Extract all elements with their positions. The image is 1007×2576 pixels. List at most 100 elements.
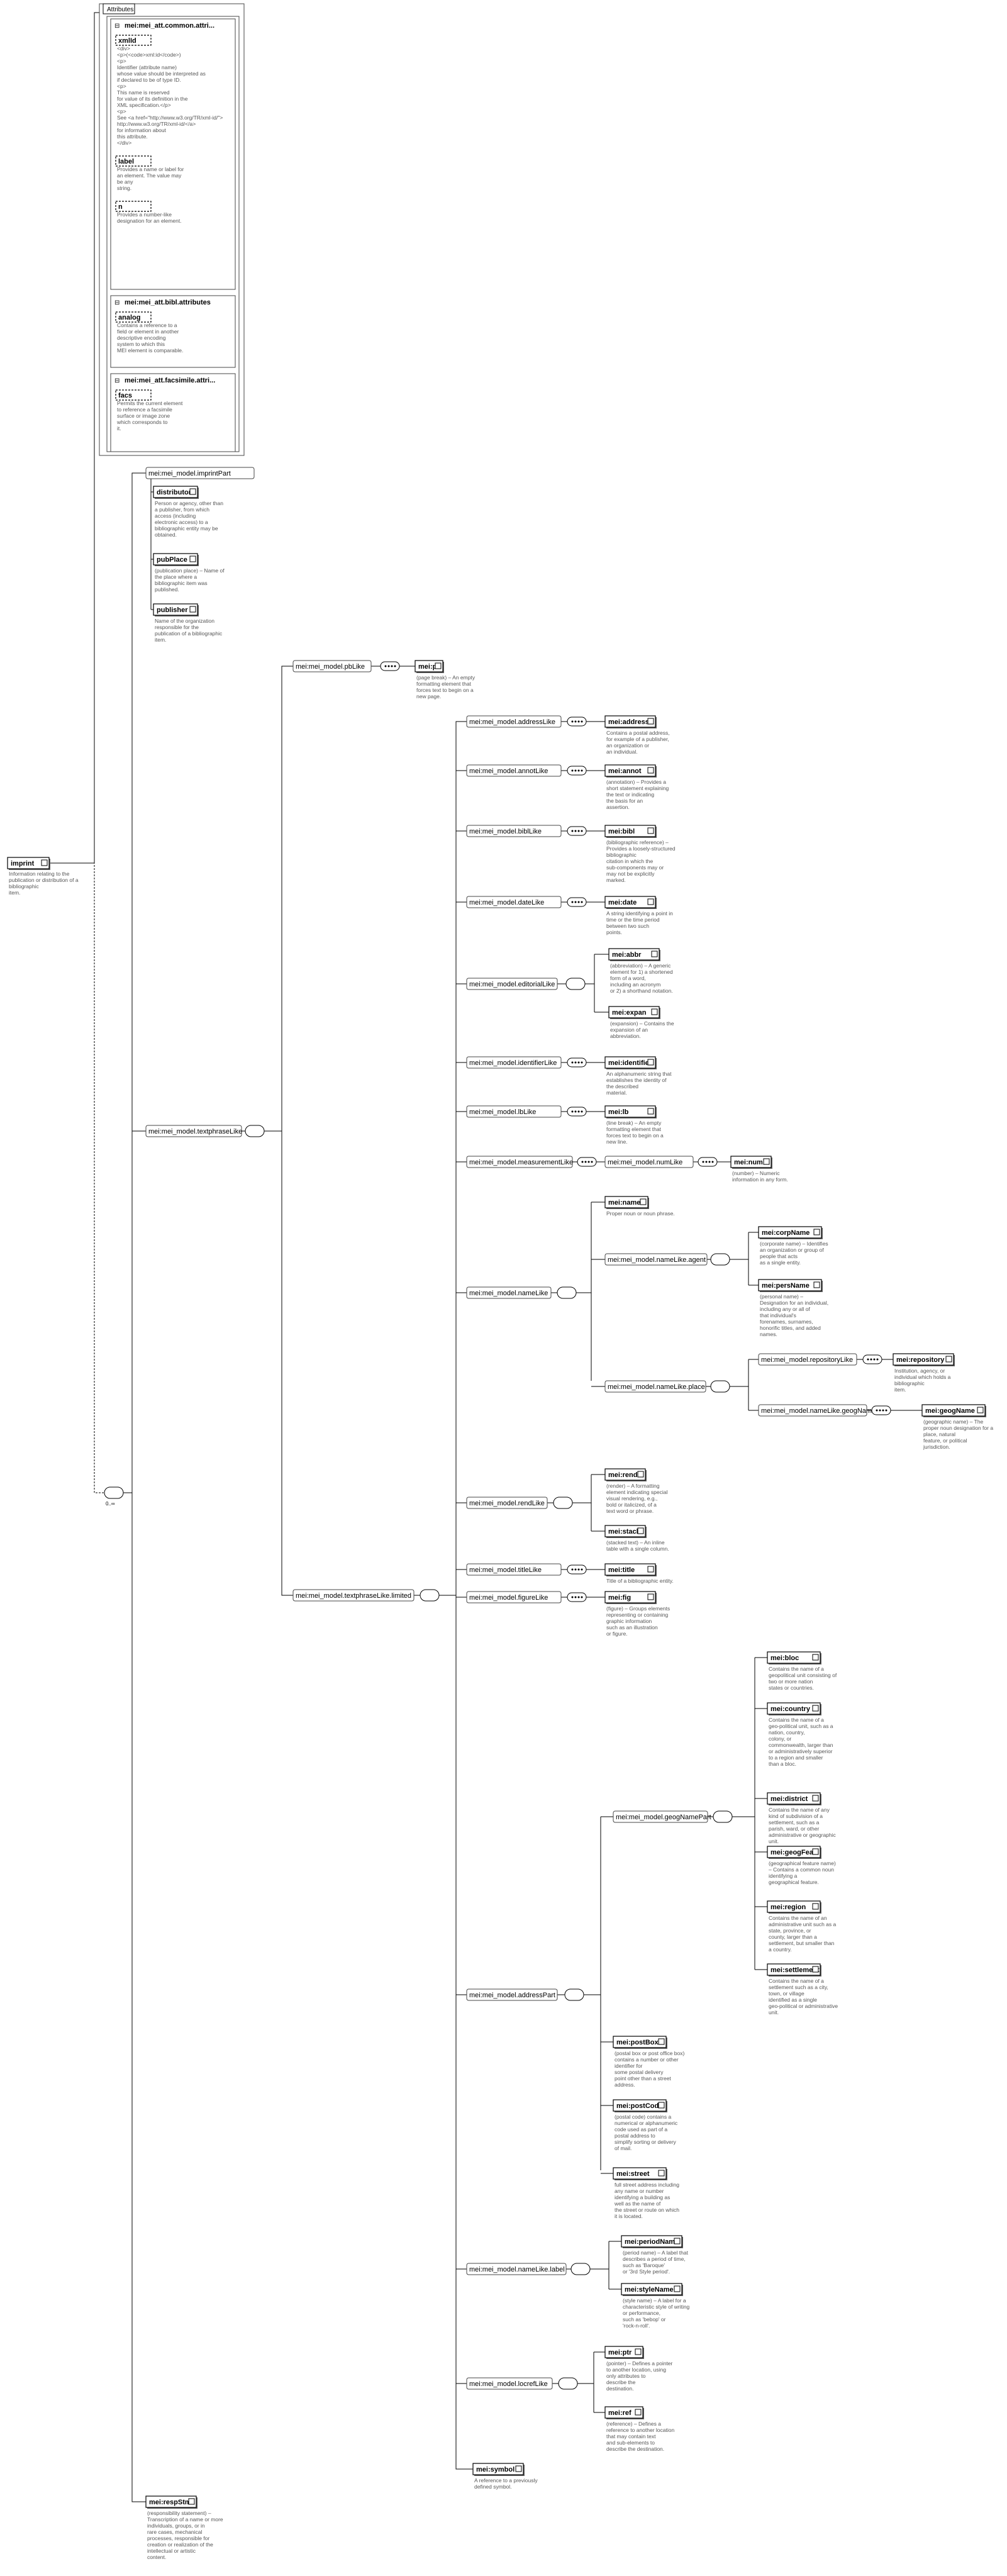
expand-icon[interactable]	[647, 1059, 654, 1066]
element-box[interactable]	[608, 1006, 660, 1018]
expand-icon[interactable]	[189, 555, 196, 562]
model-group-box[interactable]	[604, 1380, 706, 1393]
model-group-box[interactable]	[466, 2377, 553, 2390]
expand-icon[interactable]	[647, 1566, 654, 1573]
element-box[interactable]	[604, 764, 656, 777]
element-box[interactable]	[604, 2406, 643, 2419]
element-box[interactable]	[893, 1353, 954, 1366]
expand-icon[interactable]	[647, 767, 654, 774]
expand-icon[interactable]	[635, 2348, 642, 2355]
model-group-box[interactable]	[145, 1125, 242, 1137]
model-group-box[interactable]	[466, 2263, 567, 2275]
expand-icon[interactable]	[647, 1593, 654, 1600]
expand-icon[interactable]	[763, 1158, 770, 1165]
element-box[interactable]	[613, 2099, 667, 2112]
element-box[interactable]	[153, 603, 198, 616]
expand-icon[interactable]	[635, 2409, 642, 2416]
element-box[interactable]	[767, 1792, 821, 1805]
model-group-box[interactable]	[466, 1591, 562, 1603]
attribute-box[interactable]	[115, 155, 152, 167]
element-box[interactable]	[758, 1279, 822, 1291]
expand-icon[interactable]	[658, 2170, 665, 2177]
expand-icon[interactable]	[515, 2465, 522, 2472]
expand-icon[interactable]	[647, 898, 654, 905]
model-group-box[interactable]	[466, 896, 562, 908]
element-box[interactable]	[145, 2495, 197, 2508]
expand-icon[interactable]	[977, 1407, 984, 1413]
expand-icon[interactable]	[813, 1229, 820, 1235]
element-box[interactable]	[613, 2167, 667, 2180]
expand-icon[interactable]	[651, 951, 658, 957]
model-group-box[interactable]	[466, 1056, 562, 1069]
expand-icon[interactable]	[813, 1281, 820, 1288]
element-box[interactable]	[604, 1563, 656, 1576]
model-group-box[interactable]	[466, 825, 562, 837]
model-group-box[interactable]	[613, 1810, 708, 1823]
expand-icon[interactable]	[435, 662, 442, 669]
model-group-box[interactable]	[758, 1353, 857, 1366]
element-box[interactable]	[767, 1846, 821, 1858]
expand-icon[interactable]	[812, 1795, 819, 1802]
element-box[interactable]	[621, 2283, 682, 2295]
element-box[interactable]	[604, 896, 656, 908]
expand-icon[interactable]	[945, 1356, 952, 1363]
expand-icon[interactable]	[812, 1966, 819, 1973]
element-box[interactable]	[153, 486, 198, 498]
element-box[interactable]	[604, 1105, 656, 1118]
expand-icon[interactable]	[812, 1654, 819, 1661]
element-box[interactable]	[758, 1226, 822, 1239]
element-box[interactable]	[472, 2463, 524, 2475]
expand-icon[interactable]	[647, 1108, 654, 1115]
model-group-box[interactable]	[466, 1156, 573, 1168]
element-box[interactable]	[604, 1056, 656, 1069]
element-box[interactable]	[608, 948, 660, 961]
element-box[interactable]	[767, 1702, 821, 1715]
element-box[interactable]	[604, 1468, 646, 1481]
element-box[interactable]	[921, 1404, 986, 1417]
element-box[interactable]	[767, 1963, 821, 1976]
model-group-box[interactable]	[604, 1253, 708, 1266]
model-group-box[interactable]	[466, 978, 558, 990]
model-group-box[interactable]	[292, 660, 372, 672]
element-box[interactable]	[604, 825, 656, 837]
model-group-box[interactable]	[466, 1497, 548, 1509]
expand-icon[interactable]	[812, 1848, 819, 1855]
expand-icon[interactable]	[658, 2038, 665, 2045]
element-box[interactable]	[621, 2235, 682, 2248]
expand-icon[interactable]	[41, 859, 48, 866]
expand-icon[interactable]	[189, 606, 196, 613]
model-group-box[interactable]	[292, 1589, 414, 1602]
expand-icon[interactable]	[188, 2498, 195, 2505]
expand-icon[interactable]	[189, 488, 196, 495]
expand-icon[interactable]	[674, 2238, 681, 2244]
model-group-box[interactable]	[145, 467, 255, 479]
element-box[interactable]	[767, 1651, 821, 1664]
element-box[interactable]	[613, 2036, 667, 2048]
expand-icon[interactable]	[658, 2102, 665, 2109]
model-group-box[interactable]	[466, 1105, 562, 1118]
expand-icon[interactable]	[637, 1471, 644, 1478]
attribute-box[interactable]	[115, 311, 152, 323]
model-group-box[interactable]	[758, 1404, 867, 1417]
element-box[interactable]	[604, 715, 656, 728]
model-group-box[interactable]	[466, 1286, 552, 1299]
model-group-box[interactable]	[466, 764, 562, 777]
expand-icon[interactable]	[640, 1198, 647, 1205]
expand-icon[interactable]	[812, 1705, 819, 1712]
model-group-box[interactable]	[466, 1988, 558, 2001]
element-box[interactable]	[604, 1525, 646, 1537]
element-box[interactable]	[7, 857, 50, 869]
attribute-box[interactable]	[115, 201, 152, 212]
attribute-box[interactable]	[115, 389, 152, 401]
model-group-box[interactable]	[604, 1156, 694, 1168]
element-box[interactable]	[604, 2346, 643, 2358]
element-box[interactable]	[767, 1900, 821, 1913]
expand-icon[interactable]	[647, 718, 654, 725]
expand-icon[interactable]	[647, 827, 654, 834]
expand-icon[interactable]	[651, 1008, 658, 1015]
element-box[interactable]	[604, 1591, 656, 1603]
expand-icon[interactable]	[637, 1527, 644, 1534]
element-box[interactable]	[604, 1196, 648, 1208]
expand-icon[interactable]	[674, 2285, 681, 2292]
model-group-box[interactable]	[466, 715, 562, 728]
